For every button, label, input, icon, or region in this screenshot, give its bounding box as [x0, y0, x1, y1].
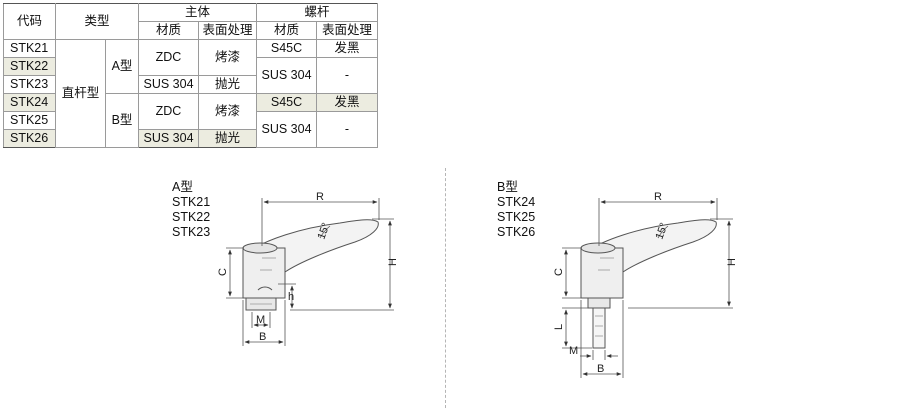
header-code: 代码 — [3, 3, 56, 40]
drawing-b-b-label: B — [597, 363, 604, 375]
drawing-b-l-label: L — [553, 324, 565, 330]
table-row: STK21 直杆型 A型 ZDC 烤漆 S45C 发黑 — [3, 39, 378, 148]
bolt-surface-2: - — [316, 57, 378, 94]
drawing-b-r-label: R — [654, 191, 662, 203]
code-cell: STK22 — [3, 57, 56, 76]
header-body-material: 材质 — [138, 21, 199, 40]
bolt-material-1: S45C — [256, 39, 317, 58]
table-row: STK26 SUS 304 抛光 — [3, 129, 378, 148]
code-cell: STK24 — [3, 93, 56, 112]
bolt-surface-4: - — [316, 111, 378, 148]
bolt-material-2: SUS 304 — [256, 57, 317, 94]
header-bolt: 螺杆 — [256, 3, 378, 22]
header-body: 主体 — [138, 3, 257, 22]
table-row: STK25 SUS 304 - — [3, 111, 378, 148]
spec-table: 代码 类型 主体 螺杆 材质 表面处理 材质 表面处理 STK21 直杆型 A型… — [3, 3, 378, 148]
drawing-a-code-1: STK21 — [172, 195, 211, 209]
bolt-material-4: SUS 304 — [256, 111, 317, 148]
drawing-a-m-label: M — [256, 314, 265, 326]
bolt-surface-1: 发黑 — [316, 39, 378, 58]
drawing-b-handle — [580, 219, 717, 349]
a-body-material-2: SUS 304 — [138, 75, 199, 94]
drawing-a-c-label: C — [217, 268, 229, 276]
drawing-b-code-1: STK24 — [497, 195, 536, 209]
drawing-a-title: A型 — [172, 180, 193, 194]
drawing-a-r-label: R — [316, 191, 324, 203]
drawing-a-dim-lines — [226, 198, 394, 346]
b-body-surface-1: 烤漆 — [198, 93, 257, 130]
drawing-a-h-label: H — [387, 258, 399, 266]
bolt-material-3: S45C — [256, 93, 317, 112]
code-cell: STK21 — [3, 39, 56, 58]
b-body-surface-2: 抛光 — [198, 129, 257, 148]
drawing-b-h-label: H — [726, 258, 738, 266]
drawing-a-code-3: STK23 — [172, 225, 211, 239]
a-body-material-1: ZDC — [138, 39, 199, 76]
subtype-a-cell: A型 — [105, 39, 139, 94]
drawing-a-code-2: STK22 — [172, 210, 211, 224]
drawing-a-hatch — [250, 257, 276, 305]
b-body-material-2: SUS 304 — [138, 129, 199, 148]
header-body-surface: 表面处理 — [198, 21, 257, 40]
drawing-b-dim-lines — [562, 198, 733, 378]
table-row: STK23 SUS 304 抛光 — [3, 75, 378, 94]
table-row: STK22 SUS 304 - — [3, 57, 378, 94]
drawing-a-b-label: B — [259, 331, 266, 343]
drawing-a-handle — [242, 219, 379, 311]
table-row: STK24 B型 ZDC 烤漆 S45C 发黑 — [3, 93, 378, 148]
drawing-b-angle-label: 15° — [654, 221, 671, 241]
section-divider — [445, 168, 446, 408]
drawing-b-hatch — [595, 257, 614, 337]
drawing-b-m-label: M — [569, 345, 578, 357]
code-cell: STK25 — [3, 111, 56, 130]
drawing-b-code-3: STK26 — [497, 225, 536, 239]
drawing-b-c-label: C — [553, 268, 565, 276]
a-body-surface-1: 烤漆 — [198, 39, 257, 76]
code-cell: STK26 — [3, 129, 56, 148]
table-header-row-2: 材质 表面处理 材质 表面处理 — [4, 21, 378, 40]
drawing-a-angle-label: 15° — [316, 221, 333, 241]
drawing-b-title: B型 — [497, 180, 518, 194]
drawing-b-code-2: STK25 — [497, 210, 536, 224]
drawing-a-hsmall-label: h — [288, 291, 294, 303]
